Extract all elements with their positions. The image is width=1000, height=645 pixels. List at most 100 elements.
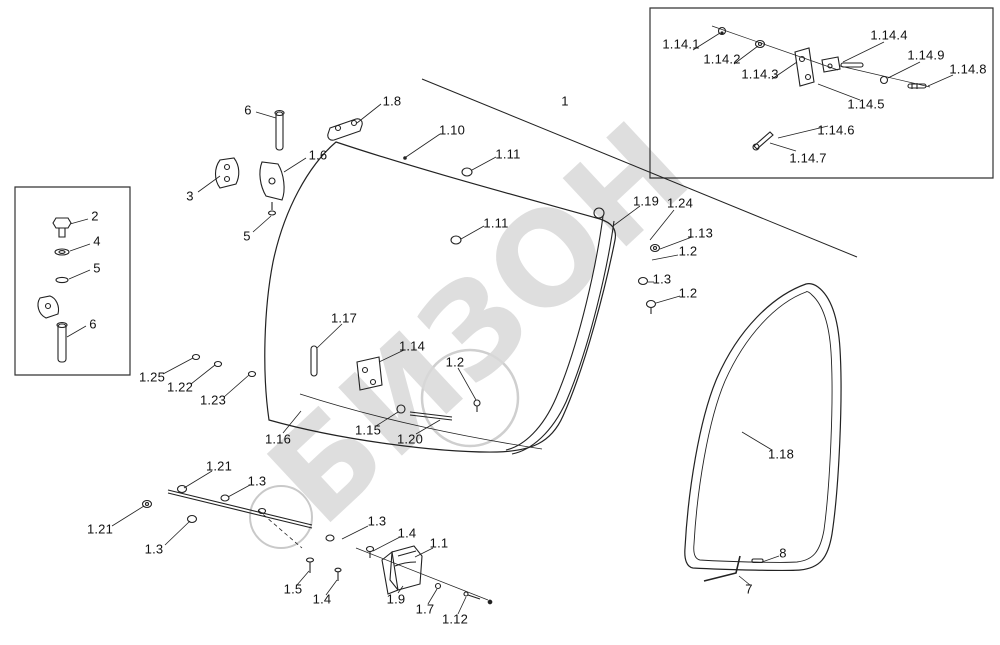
callout-1-20: 1.20 <box>396 431 424 447</box>
bolt-head-part-2 <box>53 218 71 228</box>
rod-part-1-20 <box>410 412 452 417</box>
callout-1-15: 1.15 <box>354 422 382 438</box>
door-glass-right <box>685 284 841 571</box>
washer-part-1-3-c <box>188 516 197 523</box>
callout-1-14-1: 1.14.1 <box>662 36 700 52</box>
callout-6-inset: 6 <box>89 316 97 332</box>
hinge-pin-part-1-14-3 <box>841 63 863 67</box>
left-inset-parts <box>38 218 71 362</box>
callout-1-14-2: 1.14.2 <box>703 51 741 67</box>
callout-5-top: 5 <box>243 228 251 244</box>
nut-part-1-3-right <box>639 278 648 285</box>
washer-part-1-21-a <box>178 486 187 493</box>
washer-part-5 <box>56 277 68 282</box>
callout-1-6: 1.6 <box>308 147 328 163</box>
callout-1-7: 1.7 <box>415 601 435 617</box>
washer-part-1-3-b <box>221 495 229 501</box>
callout-5-inset: 5 <box>93 260 101 276</box>
washer-part-1-23 <box>249 372 256 377</box>
callout-1-14: 1.14 <box>398 338 426 354</box>
callout-1-24: 1.24 <box>666 195 694 211</box>
grommet-part-1-11-b <box>451 236 461 244</box>
mid-hardware <box>193 168 660 420</box>
callout-1-11-b: 1.11 <box>483 215 509 231</box>
callout-4: 4 <box>93 233 101 249</box>
callout-1-4-a: 1.4 <box>397 525 417 541</box>
lower-rod-assembly <box>143 486 313 549</box>
hinge-bracket-part-1-6 <box>260 162 284 200</box>
screw-part-1-4-b <box>335 568 341 572</box>
callout-1-3-a: 1.3 <box>652 271 672 287</box>
washer-part-1-22 <box>215 362 222 367</box>
callout-1-3-b: 1.3 <box>247 473 267 489</box>
latch-body-part-1-1 <box>390 546 422 590</box>
bolt-part-1-14-7 <box>754 132 773 149</box>
nut-part-1-13 <box>651 245 660 252</box>
callout-1-18: 1.18 <box>767 446 795 462</box>
callout-1-17: 1.17 <box>330 310 358 326</box>
top-hinge-parts <box>216 111 363 216</box>
callout-1-14-8: 1.14.8 <box>949 61 987 77</box>
bracket-part-3 <box>216 158 239 188</box>
latch-assembly <box>307 535 492 604</box>
callout-1: 1 <box>561 93 569 109</box>
assembly-leader-line <box>422 79 857 257</box>
callout-1-11-a: 1.11 <box>495 146 521 162</box>
screw-part-1-7 <box>436 584 441 589</box>
washer-part-1-14-2 <box>756 41 765 48</box>
washer-part-4 <box>55 249 69 255</box>
bolt-part-1-15 <box>397 405 405 413</box>
callout-1-4-b: 1.4 <box>312 591 332 607</box>
screw-part-1-14-9 <box>881 77 888 84</box>
callout-1-22: 1.22 <box>166 379 194 395</box>
washer-part-1-25 <box>193 355 200 360</box>
bracket-part-1-14 <box>357 357 382 390</box>
callout-1-14-9: 1.14.9 <box>907 47 945 63</box>
callout-1-14-6: 1.14.6 <box>817 122 855 138</box>
callout-1-23: 1.23 <box>199 392 227 408</box>
pin-part-5 <box>269 211 276 215</box>
callout-1-8: 1.8 <box>382 93 402 109</box>
hinge-plate-part-1-8 <box>328 119 362 140</box>
callout-1-5: 1.5 <box>283 581 303 597</box>
washer-part-1-3-d <box>326 535 334 541</box>
handle-parts <box>704 556 763 581</box>
hinge-plate-part-1-14-5 <box>795 48 814 86</box>
callout-1-16: 1.16 <box>264 431 292 447</box>
callout-1-2-c: 1.2 <box>445 354 465 370</box>
pin-part-6-inset <box>58 324 66 362</box>
watermark-text: БИЗОН <box>241 95 717 553</box>
callout-1-10: 1.10 <box>438 122 466 138</box>
watermark-group: БИЗОН <box>241 95 717 553</box>
inset-box-pin-detail <box>15 187 130 375</box>
screw-part-1-4-a <box>367 547 374 552</box>
door-glass-main <box>265 142 616 452</box>
handle-rod-part-7 <box>704 556 740 581</box>
latch-flange-part-1-9 <box>382 552 398 594</box>
window-channel-strip <box>506 208 614 454</box>
bracket-left-inset <box>38 296 59 318</box>
callout-1-9: 1.9 <box>386 591 406 607</box>
callout-2: 2 <box>91 208 99 224</box>
callout-8: 8 <box>779 545 787 561</box>
callout-1-14-3: 1.14.3 <box>741 66 779 82</box>
watermark-circle-small <box>250 486 312 548</box>
callout-1-14-7: 1.14.7 <box>789 150 827 166</box>
callout-1-21-a: 1.21 <box>205 458 233 474</box>
callout-3: 3 <box>186 188 194 204</box>
callout-1-1: 1.1 <box>429 535 449 551</box>
screw-part-8 <box>752 559 763 563</box>
watermark-circle-large <box>422 350 518 446</box>
callout-1-25: 1.25 <box>138 369 166 385</box>
hinge-block-part-1-14-4 <box>822 57 840 72</box>
callout-7: 7 <box>745 581 753 597</box>
washer-part-1-21-b <box>143 501 152 508</box>
callout-1-3-c: 1.3 <box>144 541 164 557</box>
screw-part-1-12 <box>464 592 468 596</box>
inset-box-hinge-detail <box>650 8 993 178</box>
hinge-pin-part-6 <box>276 112 283 150</box>
right-inset-parts <box>712 26 930 150</box>
callout-1-3-d: 1.3 <box>367 513 387 529</box>
